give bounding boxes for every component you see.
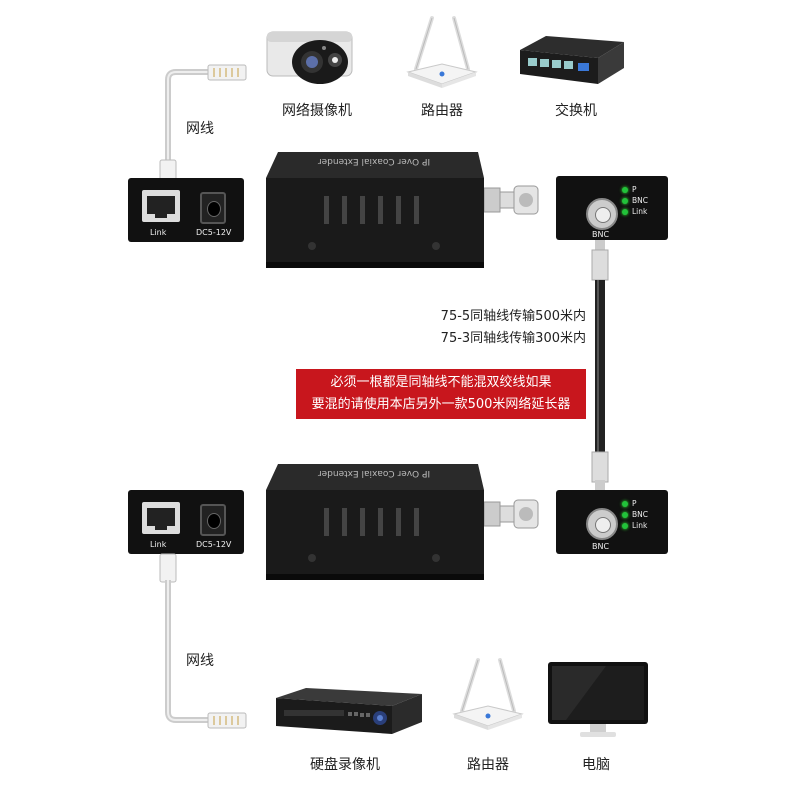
port-label-link-top: Link	[150, 228, 167, 237]
device-label-router-top: 路由器	[421, 103, 463, 119]
extender-bottom-front-panel: BNC P BNC Link	[556, 490, 668, 554]
monitor-icon	[548, 662, 648, 737]
router-icon	[452, 658, 524, 730]
router-icon	[406, 16, 478, 88]
warning-line-2: 要混的请使用本店另外一款500米网络延长器	[311, 397, 571, 412]
coaxial-cable	[591, 240, 609, 492]
router-device-bottom	[448, 656, 528, 736]
port-label-bnc-top: BNC	[592, 230, 610, 239]
warning-line-1: 必须一根都是同轴线不能混双绞线如果	[330, 375, 552, 390]
ip-camera-device	[262, 18, 362, 98]
device-label-ip-camera: 网络摄像机	[282, 103, 352, 119]
led-indicator-icon	[622, 197, 628, 204]
dvr-icon	[276, 688, 422, 734]
cable-label-bottom: 网线	[186, 653, 214, 669]
cable-label-top: 网线	[186, 121, 214, 137]
dc-jack-top	[200, 192, 226, 224]
port-label-dc-top: DC5-12V	[196, 228, 232, 237]
port-label-dc-bottom: DC5-12V	[196, 540, 232, 549]
dvr-device	[266, 684, 426, 740]
extender-top-rear-panel: Link DC5-12V	[128, 178, 244, 242]
extender-top-body: IP Over Coaxial Extender	[264, 148, 486, 270]
extender-top-label: IP Over Coaxial Extender	[317, 156, 431, 166]
led-indicator-icon	[622, 522, 628, 529]
device-label-monitor: 电脑	[582, 757, 610, 773]
network-cable-bottom	[159, 553, 247, 729]
switch-device	[518, 28, 626, 90]
led-row-bnc: BNC	[622, 509, 648, 520]
extender-top-front-panel: BNC P BNC Link	[556, 176, 668, 240]
dc-jack-bottom	[200, 504, 226, 536]
ip-camera-icon	[266, 31, 353, 84]
led-indicator-icon	[622, 511, 628, 518]
led-row-link: Link	[622, 206, 648, 217]
extender-bottom-rear-panel: Link DC5-12V	[128, 490, 244, 554]
device-label-router-bottom: 路由器	[467, 757, 509, 773]
coax-range-line-1: 75-5同轴线传输500米内	[440, 309, 586, 324]
rj45-port-bottom	[142, 502, 180, 534]
coax-range-line-2: 75-3同轴线传输300米内	[440, 331, 586, 346]
bnc-connector-bottom	[484, 499, 539, 529]
extender-bottom-body: IP Over Coaxial Extender	[264, 460, 486, 582]
port-label-bnc-bottom: BNC	[592, 542, 610, 551]
port-label-link-bottom: Link	[150, 540, 167, 549]
led-row-p: P	[622, 498, 648, 509]
led-group-bottom: P BNC Link	[622, 498, 648, 531]
bnc-port-top	[586, 198, 618, 230]
device-label-dvr: 硬盘录像机	[310, 757, 380, 773]
switch-icon	[520, 36, 624, 84]
bnc-port-bottom	[586, 508, 618, 540]
coax-range-text: 75-5同轴线传输500米内 75-3同轴线传输300米内	[384, 306, 586, 350]
device-label-switch: 交换机	[555, 103, 597, 119]
led-indicator-icon	[622, 208, 628, 215]
led-row-p: P	[622, 184, 648, 195]
led-row-bnc: BNC	[622, 195, 648, 206]
led-indicator-icon	[622, 186, 628, 193]
warning-note: 必须一根都是同轴线不能混双绞线如果 要混的请使用本店另外一款500米网络延长器	[296, 369, 586, 419]
router-device-top	[402, 14, 482, 94]
rj45-port-top	[142, 190, 180, 222]
monitor-device	[546, 660, 650, 740]
led-group-top: P BNC Link	[622, 184, 648, 217]
led-indicator-icon	[622, 500, 628, 507]
bnc-connector-top	[484, 185, 539, 215]
extender-bottom-label: IP Over Coaxial Extender	[317, 468, 431, 478]
led-row-link: Link	[622, 520, 648, 531]
